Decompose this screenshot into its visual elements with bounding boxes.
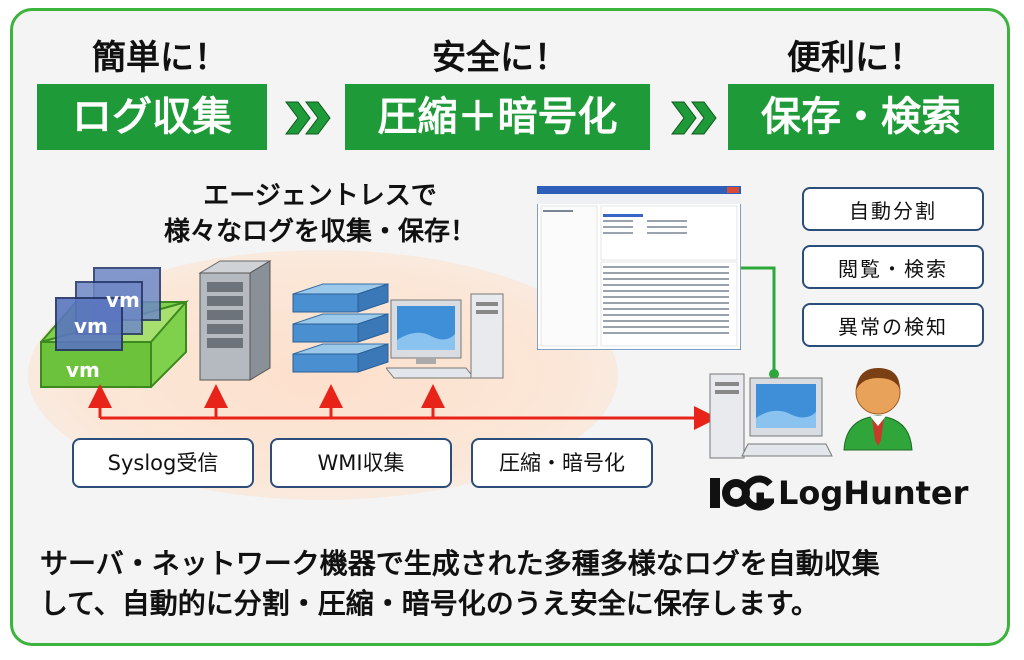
- step-1-box: ログ収集: [37, 84, 267, 150]
- vm-label: vm: [74, 314, 108, 338]
- bottom-description: サーバ・ネットワーク機器で生成された多種多様なログを自動収集 して、自動的に分割…: [40, 544, 990, 624]
- step-3-title: 便利に！: [787, 38, 923, 78]
- chevron-right-icon: [671, 101, 717, 135]
- administrator-user-icon: [843, 368, 913, 451]
- capability-wmi: WMI収集: [270, 438, 452, 488]
- loghunter-logo-icon: [710, 475, 774, 511]
- log-viewer-window: [537, 186, 741, 350]
- step-3-box: 保存・検索: [728, 84, 994, 150]
- agentless-line-2: 様々なログを収集・保存！: [163, 217, 476, 247]
- capability-syslog: Syslog受信: [72, 438, 254, 488]
- agentless-line-1: エージェントレスで: [203, 181, 437, 211]
- bottom-line-2: して、自動的に分割・圧縮・暗号化のうえ安全に保存します。: [40, 587, 819, 620]
- agentless-caption: エージェントレスで 様々なログを収集・保存！: [120, 178, 520, 250]
- network-switch-icon: [292, 283, 389, 373]
- vm-label: vm: [106, 288, 140, 312]
- bottom-line-1: サーバ・ネットワーク機器で生成された多種多様なログを自動収集: [40, 547, 880, 580]
- vm-label: vm: [66, 358, 100, 382]
- step-1-title: 簡単に！: [92, 38, 228, 78]
- desktop-pc-icon: [386, 293, 504, 379]
- loghunter-pc-icon: [709, 373, 833, 459]
- loghunter-brand-name: LogHunter: [778, 474, 969, 512]
- feature-auto-split: 自動分割: [802, 187, 984, 231]
- feature-view-search: 閲覧・検索: [802, 245, 984, 289]
- capability-compress-encrypt: 圧縮・暗号化: [471, 438, 653, 488]
- chevron-right-icon: [285, 101, 331, 135]
- step-2-title: 安全に！: [432, 38, 568, 78]
- step-2-box: 圧縮＋暗号化: [345, 84, 650, 150]
- server-icon: [198, 260, 272, 381]
- feature-anomaly-detection: 異常の検知: [802, 303, 984, 347]
